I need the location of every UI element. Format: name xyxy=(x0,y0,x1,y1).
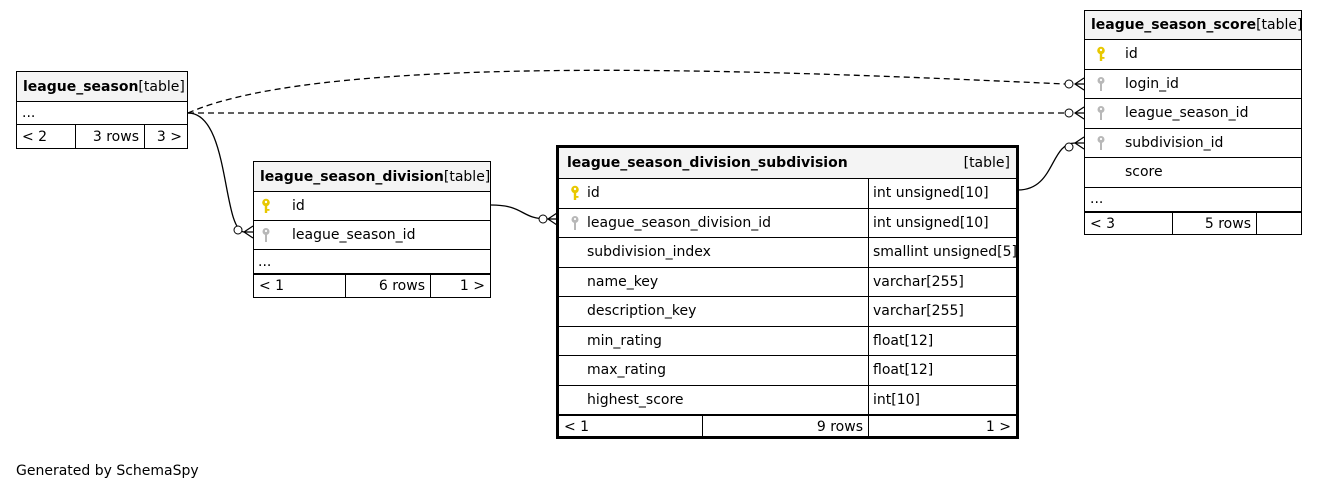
table-footer: < 1 6 rows 1 > xyxy=(254,274,490,297)
column-type: int[10] xyxy=(868,385,1016,414)
column-row[interactable]: subdivision_id xyxy=(1085,129,1301,158)
column-name: id xyxy=(292,198,305,214)
column-row[interactable]: login_id xyxy=(1085,70,1301,99)
table-league-season-score[interactable]: league_season_score [table] id login_id … xyxy=(1084,10,1302,235)
relation-season-division-crowfoot xyxy=(242,225,254,239)
relation-subdivision-score-optional-marker xyxy=(1064,142,1074,152)
table-league-season-division[interactable]: league_season_division [table] id league… xyxy=(253,161,491,298)
column-row[interactable]: league_season_id xyxy=(254,221,490,250)
table-league-season-division-subdivision[interactable]: league_season_division_subdivision [tabl… xyxy=(556,145,1019,439)
column-name: min_rating xyxy=(587,332,662,349)
row-count: 9 rows xyxy=(702,416,868,437)
relation-season-score-login xyxy=(187,69,1066,114)
relation-season-score-login-crowfoot xyxy=(1073,77,1085,91)
ellipsis: ... xyxy=(258,253,272,270)
column-name: login_id xyxy=(1125,75,1179,92)
parent-count-link[interactable]: < 2 xyxy=(22,128,48,145)
table-header: league_season_division [table] xyxy=(254,162,490,192)
column-type: smallint unsigned[5] xyxy=(868,238,1016,267)
table-name: league_season_division xyxy=(260,168,444,185)
ellipsis-row: ... xyxy=(1085,188,1301,212)
column-name: league_season_id xyxy=(1125,105,1249,122)
column-row[interactable]: league_season_id xyxy=(1085,99,1301,129)
column-type: int unsigned[10] xyxy=(868,208,1016,237)
relation-season-score-season-optional-marker xyxy=(1064,108,1074,118)
table-name: league_season_division_subdivision xyxy=(567,155,848,171)
ellipsis-row: ... xyxy=(254,250,490,274)
table-type-label: [table] xyxy=(1256,17,1303,33)
column-row[interactable]: id xyxy=(1085,40,1301,70)
column-name: subdivision_index xyxy=(587,244,711,261)
primary-key-icon xyxy=(256,192,292,220)
child-count-link[interactable]: 3 > xyxy=(144,125,187,148)
column-row[interactable]: name_key varchar[255] xyxy=(559,267,1016,297)
column-name: id xyxy=(587,185,600,202)
column-name: score xyxy=(1125,164,1163,181)
column-name: id xyxy=(1125,46,1138,63)
column-row[interactable]: max_rating float[12] xyxy=(559,356,1016,386)
ellipsis: ... xyxy=(1090,191,1104,207)
row-count: 6 rows xyxy=(345,275,430,297)
table-footer: < 3 5 rows xyxy=(1085,211,1301,235)
row-count: 5 rows xyxy=(1172,212,1256,235)
column-name: description_key xyxy=(587,303,697,320)
column-row[interactable]: league_season_division_id int unsigned[1… xyxy=(559,208,1016,238)
foreign-key-icon xyxy=(1091,129,1125,158)
column-type: int unsigned[10] xyxy=(868,179,1016,208)
child-count-link[interactable] xyxy=(1256,212,1301,235)
foreign-key-icon xyxy=(565,209,587,238)
table-header: league_season_division_subdivision [tabl… xyxy=(559,148,1016,179)
parent-count-link[interactable]: < 1 xyxy=(259,278,285,294)
column-type: varchar[255] xyxy=(868,297,1016,326)
relation-season-score-login-optional-marker xyxy=(1064,79,1074,89)
table-type-label: [table] xyxy=(443,168,491,185)
relation-division-subdivision-crowfoot xyxy=(546,212,558,226)
ellipsis-row: ... xyxy=(17,102,187,125)
child-count-link[interactable]: 1 > xyxy=(868,416,1016,437)
relation-season-division-optional-marker xyxy=(233,225,243,235)
parent-count-link[interactable]: < 1 xyxy=(564,418,590,435)
child-count-link[interactable]: 1 > xyxy=(430,275,490,297)
generated-by-footer: Generated by SchemaSpy xyxy=(16,463,199,479)
ellipsis: ... xyxy=(22,105,36,121)
relation-season-score-season-crowfoot xyxy=(1073,106,1085,120)
table-footer: < 2 3 rows 3 > xyxy=(17,125,187,148)
column-type: float[12] xyxy=(868,326,1016,355)
foreign-key-icon xyxy=(1091,99,1125,128)
row-count: 3 rows xyxy=(75,125,144,148)
column-row[interactable]: highest_score int[10] xyxy=(559,385,1016,415)
column-name: league_season_id xyxy=(292,227,416,243)
primary-key-icon xyxy=(1091,40,1125,69)
column-row[interactable]: id xyxy=(254,192,490,221)
table-name: league_season xyxy=(23,78,139,95)
column-row[interactable]: score xyxy=(1085,158,1301,188)
column-row[interactable]: subdivision_index smallint unsigned[5] xyxy=(559,238,1016,268)
table-type-label: [table] xyxy=(963,155,1010,171)
column-row[interactable]: min_rating float[12] xyxy=(559,326,1016,356)
column-row[interactable]: description_key varchar[255] xyxy=(559,297,1016,327)
relation-subdivision-score-crowfoot xyxy=(1073,136,1085,150)
table-header: league_season_score [table] xyxy=(1085,11,1303,40)
parent-count-link[interactable]: < 3 xyxy=(1090,215,1116,232)
column-row[interactable]: id int unsigned[10] xyxy=(559,179,1016,209)
table-name: league_season_score xyxy=(1091,17,1257,33)
column-type: float[12] xyxy=(868,356,1016,385)
column-name: subdivision_id xyxy=(1125,134,1224,151)
column-name: league_season_division_id xyxy=(587,214,772,231)
relation-season-division xyxy=(187,112,245,233)
column-name: highest_score xyxy=(587,391,684,408)
table-league-season[interactable]: league_season [table] ... < 2 3 rows 3 > xyxy=(16,71,188,149)
column-name: max_rating xyxy=(587,362,666,379)
foreign-key-icon xyxy=(1091,70,1125,99)
foreign-key-icon xyxy=(256,221,292,249)
table-footer: < 1 9 rows 1 > xyxy=(559,415,1016,437)
relation-division-subdivision-optional-marker xyxy=(538,214,548,224)
table-header: league_season [table] xyxy=(17,72,187,102)
column-name: name_key xyxy=(587,273,659,290)
primary-key-icon xyxy=(565,179,587,208)
column-type: varchar[255] xyxy=(868,267,1016,296)
table-type-label: [table] xyxy=(138,78,185,95)
